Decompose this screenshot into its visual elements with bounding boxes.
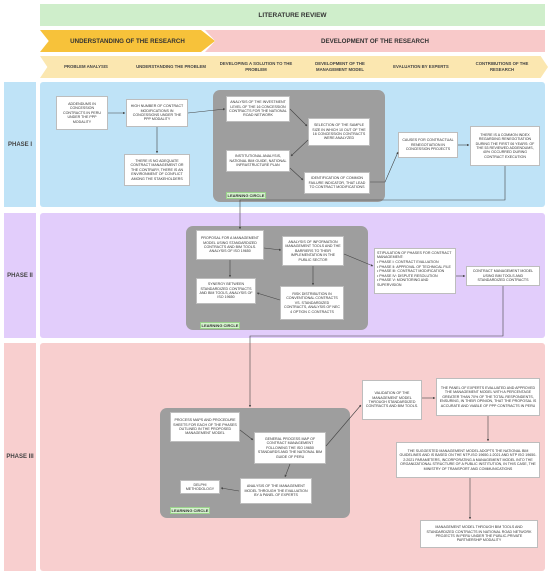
box-text: THE SUGGESTED MANAGEMENT MODEL ADOPTS TH… (399, 448, 537, 471)
step-label: PROBLEM ANALYSIS (64, 64, 108, 70)
learning-circle-label: LEARNING CIRCLE (171, 508, 209, 513)
phase-2-label: PHASE II (4, 213, 36, 338)
phase-1-label: PHASE I (4, 82, 36, 207)
learning-circle-label: LEARNING CIRCLE (201, 323, 239, 328)
step-evaluation-experts: EVALUATION BY EXPERTS (378, 56, 464, 78)
box-no-adequate: THERE IS NO ADEQUATE CONTRACT MANAGEMENT… (124, 154, 190, 186)
stipulation-item: • PHASE V: MONITORING AND SUPERVISION (377, 278, 429, 287)
box-text: CAUSES FOR CONTRACTUAL RENEGOTIATION IN … (402, 138, 454, 152)
box-text: GENERAL PROCESS MAP OF CONTRACT MANAGEME… (257, 436, 323, 459)
step-label: CONTRIBUTIONS OF THE RESEARCH (475, 61, 529, 72)
box-panel-experts: THE PANEL OF EXPERTS EVALUATED AND APPRO… (436, 378, 540, 416)
stipulation-title: STIPULATION OF PHASES FOR CONTRACT MANAG… (377, 250, 452, 259)
stipulation-item: • PHASE II: APPROVAL OF TECHNICAL FILE (377, 264, 451, 269)
box-selection-sample: SELECTION OF THE SAMPLE SIZE IN WHICH 10… (308, 118, 370, 146)
step-developing-solution: DEVELOPING A SOLUTION TO THE PROBLEM (210, 56, 302, 78)
box-text: ANALYSIS OF THE MANAGEMENT MODEL THROUGH… (244, 484, 308, 498)
box-validation: VALIDATION OF THE MANAGEMENT MODEL THROU… (362, 380, 422, 420)
box-delphi: DELPHI METHODOLOGY (180, 480, 220, 494)
box-text: ADDENDUMS IN CONCESSION CONTRACTS IN PER… (63, 101, 101, 124)
step-label: UNDERSTANDING THE PROBLEM (136, 64, 206, 70)
box-addendums: ADDENDUMS IN CONCESSION CONTRACTS IN PER… (56, 96, 108, 130)
step-label: DEVELOPMENT OF THE MANAGEMENT MODEL (315, 61, 365, 72)
phase-2-text: PHASE II (7, 272, 33, 279)
literature-review-label: LITERATURE REVIEW (258, 11, 327, 19)
box-text: CONTRACT MANAGEMENT MODEL USING BIM TOOL… (472, 269, 534, 283)
literature-review-banner: LITERATURE REVIEW (40, 4, 545, 26)
box-analysis-model: ANALYSIS OF THE MANAGEMENT MODEL THROUGH… (240, 478, 312, 504)
box-suggested-model: THE SUGGESTED MANAGEMENT MODEL ADOPTS TH… (396, 442, 540, 478)
understanding-banner: UNDERSTANDING OF THE RESEARCH (40, 30, 215, 52)
stipulation-item: • PHASE I: CONTRACT EVALUATION (377, 260, 439, 265)
box-text: IDENTIFICATION OF COMMON FAILURE INDICAT… (308, 176, 366, 190)
box-text: THE PANEL OF EXPERTS EVALUATED AND APPRO… (439, 385, 537, 408)
box-contract-model: CONTRACT MANAGEMENT MODEL USING BIM TOOL… (466, 266, 540, 286)
phase-3-text: PHASE III (6, 454, 34, 460)
box-process-maps: PROCESS MAPS AND PROCEDURE SHEETS FOR EA… (170, 412, 240, 442)
box-text: THERE IS NO ADEQUATE CONTRACT MANAGEMENT… (130, 158, 184, 181)
box-text: ANALYSIS OF INFORMATION MANAGEMENT TOOLS… (285, 239, 341, 262)
learning-circle-label: LEARNING CIRCLE (227, 193, 265, 198)
box-text: SELECTION OF THE SAMPLE SIZE IN WHICH 10… (312, 123, 366, 141)
box-text: DELPHI METHODOLOGY (185, 482, 215, 491)
box-identification: IDENTIFICATION OF COMMON FAILURE INDICAT… (304, 172, 370, 194)
box-causes: CAUSES FOR CONTRACTUAL RENEGOTIATION IN … (398, 132, 458, 158)
step-understanding-problem: UNDERSTANDING THE PROBLEM (124, 56, 218, 78)
box-management-model: MANAGEMENT MODEL THROUGH BIM TOOLS AND S… (420, 520, 538, 548)
step-label: EVALUATION BY EXPERTS (393, 64, 449, 70)
box-text: VALIDATION OF THE MANAGEMENT MODEL THROU… (365, 391, 419, 409)
understanding-label: UNDERSTANDING OF THE RESEARCH (70, 37, 185, 45)
stipulation-item: • PHASE IV: DISPUTE RESOLUTION (377, 273, 438, 278)
box-risk-distribution: RISK DISTRIBUTION IN CONVENTIONAL CONTRA… (280, 286, 344, 320)
stipulation-item: • PHASE III: CONTRACT MODIFICATION (377, 269, 445, 274)
step-problem-analysis: PROBLEM ANALYSIS (40, 56, 132, 78)
box-high-number: HIGH NUMBER OF CONTRACT MODIFICATIONS IN… (126, 99, 188, 127)
development-label: DEVELOPMENT OF THE RESEARCH (321, 37, 429, 45)
learning-circle-badge: LEARNING CIRCLE (170, 507, 210, 514)
box-analysis-investment: ANALYSIS OF THE INVESTMENT LEVEL OF THE … (226, 96, 290, 122)
box-stipulation: STIPULATION OF PHASES FOR CONTRACT MANAG… (374, 248, 456, 294)
box-text: RISK DISTRIBUTION IN CONVENTIONAL CONTRA… (283, 291, 341, 314)
box-general-process: GENERAL PROCESS MAP OF CONTRACT MANAGEME… (254, 432, 326, 464)
box-text: ANALYSIS OF THE INVESTMENT LEVEL OF THE … (229, 100, 287, 118)
phase-1-text: PHASE I (7, 141, 32, 148)
box-synergy: SYNERGY BETWEEN STANDARDIZED CONTRACTS A… (196, 278, 256, 304)
learning-circle-badge: LEARNING CIRCLE (200, 322, 240, 329)
box-text: HIGH NUMBER OF CONTRACT MODIFICATIONS IN… (130, 104, 184, 122)
box-common-index: THERE IS A COMMON INDEX REGARDING RENEGO… (470, 126, 540, 166)
box-institutional: INSTITUTIONAL ANALYSIS, NATIONAL BIM GUI… (226, 150, 290, 172)
development-banner: DEVELOPMENT OF THE RESEARCH (205, 30, 545, 52)
box-text: PROCESS MAPS AND PROCEDURE SHEETS FOR EA… (173, 418, 237, 436)
learning-circle-badge: LEARNING CIRCLE (226, 192, 266, 199)
step-contributions: CONTRIBUTIONS OF THE RESEARCH (456, 56, 548, 78)
box-text: PROPOSAL FOR A MANAGEMENT MODEL USING ST… (201, 236, 259, 254)
box-text: INSTITUTIONAL ANALYSIS, NATIONAL BIM GUI… (229, 154, 287, 168)
box-text: SYNERGY BETWEEN STANDARDIZED CONTRACTS A… (199, 282, 253, 300)
phase-3-label: PHASE III (4, 343, 36, 571)
step-label: DEVELOPING A SOLUTION TO THE PROBLEM (219, 61, 293, 72)
step-development-model: DEVELOPMENT OF THE MANAGEMENT MODEL (294, 56, 386, 78)
box-text: MANAGEMENT MODEL THROUGH BIM TOOLS AND S… (426, 525, 532, 543)
box-proposal: PROPOSAL FOR A MANAGEMENT MODEL USING ST… (196, 230, 264, 260)
box-text: THERE IS A COMMON INDEX REGARDING RENEGO… (475, 132, 535, 159)
box-analysis-information: ANALYSIS OF INFORMATION MANAGEMENT TOOLS… (282, 236, 344, 266)
